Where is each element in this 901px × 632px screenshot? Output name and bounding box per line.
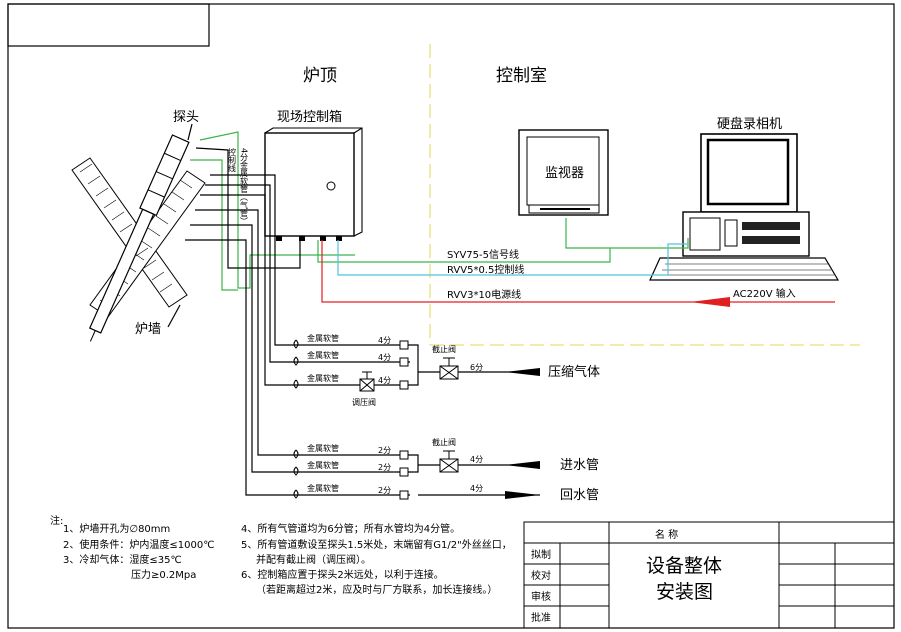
stop-valve-air [439,357,459,380]
arrow-water-out [505,491,540,499]
notes-header: 注: [50,514,63,527]
label-power-cable: RVV3*10电源线 [447,288,521,301]
notes: 注: 1、炉墙开孔为∅80mm 2、使用条件：炉内温度≤1000℃ 3、冷却气体… [50,514,512,596]
leader-probe [187,123,193,141]
note-4: 4、所有气管道均为6分管；所有水管均为4分管。 [241,522,460,535]
label-recorder: 硬盘录相机 [717,116,782,132]
hose-label-1: 金属软管 [307,333,339,343]
size-label-1: 4分 [378,336,391,345]
hose-label-2: 金属软管 [307,350,339,360]
note-3b: 压力≥0.2Mpa [131,568,196,581]
hard-disk-recorder [649,133,840,281]
size-label-4: 2分 [378,446,391,455]
field-control-box [264,127,363,241]
label-stop-valve-water: 截止阀 [432,437,456,447]
label-probe-cable-2: 4分金属软管（气管） [240,148,249,225]
hose-label-5: 金属软管 [307,460,339,470]
monitor [518,129,609,216]
label-field-box: 现场控制箱 [277,109,342,125]
arrow-water-in [505,461,540,469]
control-cable [337,240,688,276]
label-compressed-air: 压缩气体 [548,364,600,380]
note-6a: 6、控制箱应置于探头2米远处，以利于连接。 [241,568,444,581]
drawing-title-2: 安装图 [656,581,713,603]
hose-label-4: 金属软管 [307,443,339,453]
size-label-5: 2分 [378,463,391,472]
corner-box [7,3,210,47]
pipe-network [185,174,540,496]
note-5b: 并配有截止阀（调压阀）。 [256,553,371,566]
stop-valve-water [439,450,459,473]
title-row-4: 批准 [531,611,551,624]
pressure-regulating-valve [359,371,375,392]
label-water-in: 进水管 [560,458,599,473]
title-row-3: 审核 [531,590,551,603]
drawing-frame [7,3,895,629]
signal-cable [565,218,689,249]
label-ac-input: AC220V 输入 [733,287,796,300]
power-arrow [690,297,730,307]
label-probe: 探头 [173,110,199,125]
label-signal-cable: SYV75-5信号线 [447,248,519,261]
note-2: 2、使用条件：炉内温度≤1000℃ [63,538,214,551]
probe [88,134,190,342]
label-monitor: 监视器 [545,166,584,181]
label-control-cable: RVV5*0.5控制线 [447,263,524,276]
signal-cable-monitor [317,240,611,263]
region-furnace-top: 炉顶 [303,66,337,86]
title-block [523,521,895,629]
label-pressure-valve: 调压阀 [352,398,376,407]
title-row-2: 校对 [531,569,551,582]
arrow-air [505,368,540,376]
title-block-name-label: 名 称 [655,528,678,541]
region-control-room: 控制室 [496,66,547,86]
drawing-title-1: 设备整体 [646,555,722,577]
size-water-in: 4分 [470,455,483,464]
size-label-6: 2分 [378,486,391,495]
size-water-out: 4分 [470,484,483,493]
power-cable [321,240,835,303]
note-1: 1、炉墙开孔为∅80mm [63,522,170,535]
hose-label-6: 金属软管 [307,483,339,493]
label-stop-valve-air: 截止阀 [432,344,456,354]
leader-furnace-wall [167,304,181,328]
note-6b: （若距离超过2米，应及时与厂方联系，加长连接线。） [256,583,497,596]
note-5a: 5、所有管道敷设至探头1.5米处，末端留有G1/2"外丝丝口， [241,538,512,551]
label-furnace-wall: 炉墙 [135,322,161,337]
label-water-out: 回水管 [560,488,599,503]
size-label-2: 4分 [378,353,391,362]
pipe-fittings [399,340,409,500]
label-probe-cable-1: 控制线 [228,147,237,172]
metal-hose-icons [293,339,299,499]
size-air-main: 6分 [470,363,483,372]
title-row-1: 拟制 [531,548,551,561]
hose-label-3: 金属软管 [307,373,339,383]
size-label-3: 4分 [378,376,391,385]
note-3a: 3、冷却气体：湿度≤35℃ [63,553,182,566]
